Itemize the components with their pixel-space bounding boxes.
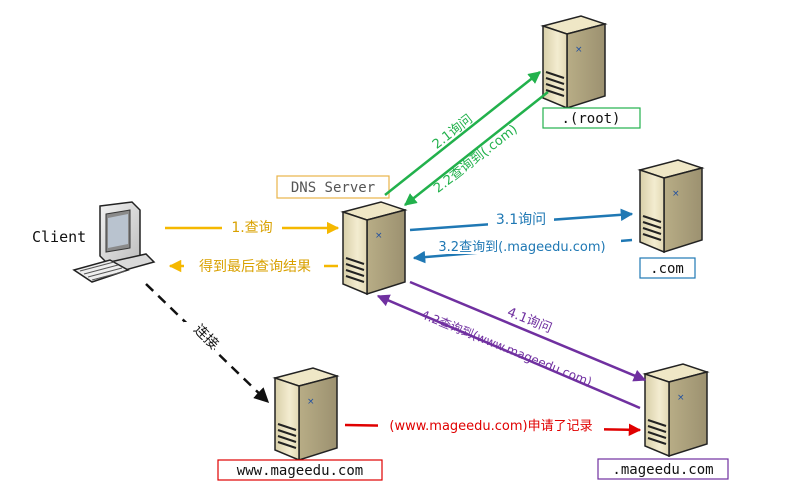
- edge-root-answer: 2.2查询到(.com): [404, 91, 549, 206]
- edge-result-label-bg: [184, 256, 324, 274]
- edge-result: 得到最后查询结果: [168, 256, 338, 275]
- root-label-box: [542, 107, 641, 129]
- com-label: .com: [650, 261, 684, 277]
- edge-root-query-label: 2.1询问: [430, 112, 476, 153]
- edge-connect: 连接: [145, 283, 270, 404]
- mageedu-ns-label-box: [597, 458, 729, 480]
- dns-server-node: DNS Server: [276, 175, 407, 296]
- mageedu-ns-node: .mageedu.com: [597, 362, 729, 480]
- dns-server-label-box: [276, 175, 390, 199]
- com-server-icon: [638, 158, 704, 254]
- edge-mageedu-query-line: [409, 280, 647, 382]
- edge-root-query-line: [384, 71, 541, 196]
- dns-server-label: DNS Server: [291, 180, 375, 196]
- edge-query-label: 1.查询: [231, 220, 272, 236]
- client-node: Client: [32, 201, 155, 283]
- com-server-node: .com: [638, 158, 704, 279]
- root-server-icon: [541, 14, 607, 110]
- com-label-box: [639, 257, 696, 279]
- edge-mageedu-answer-line: [376, 294, 641, 410]
- edge-root-answer-line: [404, 91, 549, 206]
- edge-connect-line: [145, 283, 270, 404]
- www-host-label: www.mageedu.com: [237, 463, 363, 479]
- edge-connect-label-bg: [184, 322, 214, 352]
- dns-server-icon: [341, 200, 407, 296]
- edge-com-query-label-bg: [488, 211, 554, 227]
- root-server-node: .(root): [541, 14, 641, 129]
- www-host-label-box: [217, 459, 383, 481]
- edge-record-label: (www.mageedu.com)申请了记录: [389, 419, 592, 434]
- edge-result-label: 得到最后查询结果: [199, 258, 311, 275]
- root-label: .(root): [561, 111, 620, 127]
- mageedu-ns-icon: [643, 362, 709, 458]
- www-host-node: www.mageedu.com: [217, 366, 383, 481]
- edge-com-query-label: 3.1询问: [496, 212, 546, 228]
- mageedu-ns-label: .mageedu.com: [612, 462, 713, 478]
- client-label: Client: [32, 228, 86, 246]
- edge-query: 1.查询: [165, 218, 340, 236]
- edge-com-query: 3.1询问: [409, 208, 634, 232]
- edge-record: (www.mageedu.com)申请了记录: [344, 416, 642, 437]
- edge-query-label-bg: [222, 218, 282, 236]
- edge-record-label-bg: [378, 416, 604, 434]
- edge-com-answer: 3.2查询到(.mageedu.com): [412, 238, 633, 264]
- www-host-icon: [273, 366, 339, 462]
- edge-com-answer-label: 3.2查询到(.mageedu.com): [438, 240, 605, 255]
- edge-com-answer-label-bg: [425, 238, 621, 254]
